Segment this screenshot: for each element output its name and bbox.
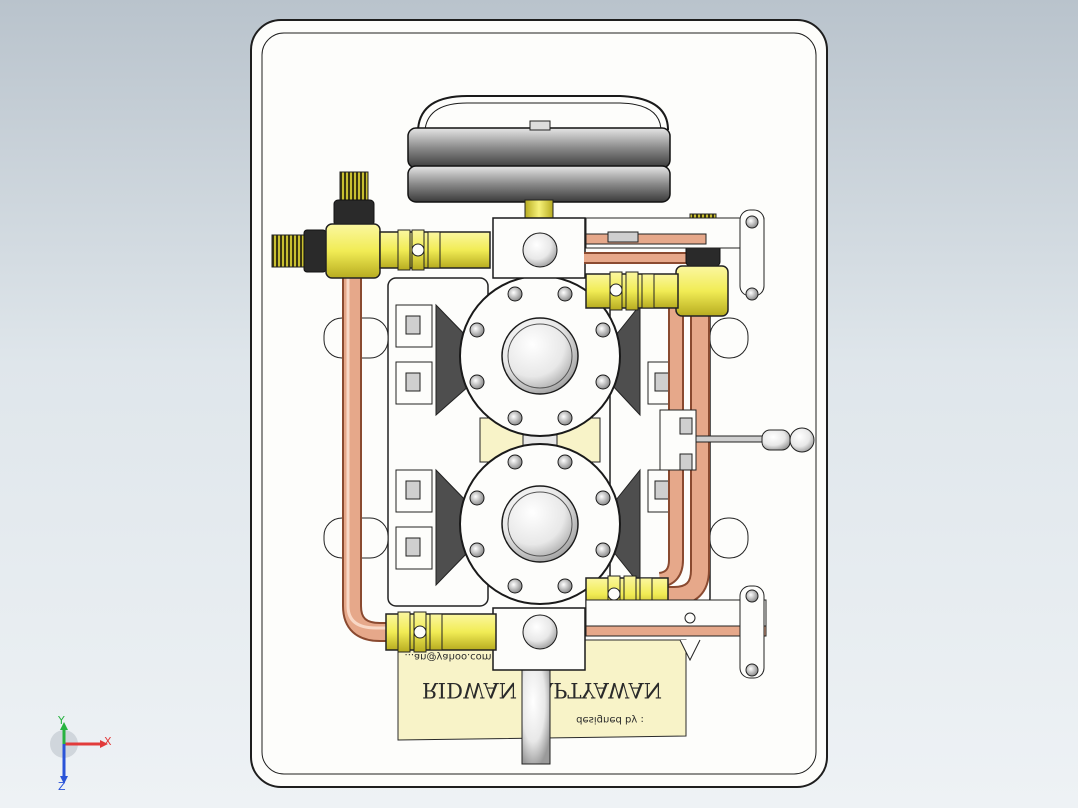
cylinder-head-lower [459,443,621,605]
valve-block-top [492,217,586,279]
axis-triad: X Y Z [50,714,112,793]
nameplate-email: ...an@yahoo.com [405,651,492,662]
linkage-bottom-right [585,585,767,679]
axis-y-label: Y [57,714,65,727]
lower-shaft [521,667,551,765]
nameplate-designed-by: designed by : [576,714,644,725]
brass-fitting-bottom-left [385,611,497,653]
linkage-top-right [585,209,765,301]
axis-x-label: X [104,735,112,748]
cylinder-head-upper [459,275,621,437]
base-plate-inner-edge [261,32,817,775]
reversing-lever [659,409,815,471]
valve-block-bottom [492,607,586,671]
flywheel [407,94,671,223]
brass-fitting-top-left [271,171,491,279]
axis-z-label: Z [58,780,66,793]
copper-pipe-left [342,276,400,642]
